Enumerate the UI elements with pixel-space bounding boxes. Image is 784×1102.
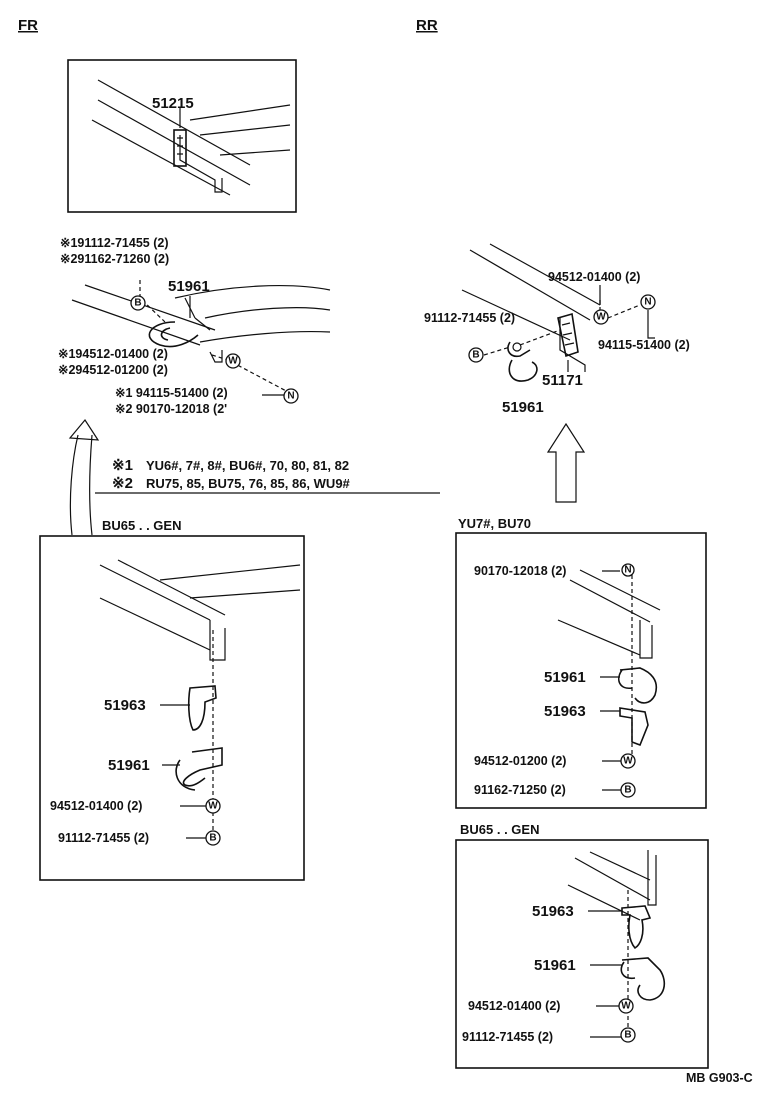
front-nut-line1: ※1 94115-51400 (2) (115, 386, 228, 400)
rear-variant2-washer-label: 94512-01400 (2) (468, 999, 560, 1013)
front-nut-symbol: N (283, 388, 299, 404)
rear-nut-leader (647, 310, 655, 339)
front-variant-bolt-symbol: B (205, 830, 221, 846)
rear-bolt-label: 91112-71455 (2) (424, 311, 515, 325)
front-variant-label: BU65 . . GEN (102, 518, 181, 533)
svg-text:B: B (624, 785, 631, 796)
svg-text:N: N (644, 297, 651, 308)
svg-text:W: W (623, 756, 633, 767)
svg-text:W: W (208, 801, 218, 812)
note1-text: YU6#, 7#, 8#, BU6#, 70, 80, 81, 82 (146, 458, 349, 473)
front-variant-bolt-label: 91112-71455 (2) (58, 831, 149, 845)
rear-variant1-plate-label: 51963 (544, 703, 586, 720)
svg-text:W: W (621, 1001, 631, 1012)
rear-header: RR (416, 17, 438, 34)
front-inset-part-label: 51215 (152, 95, 194, 112)
rear-variant1-label: YU7#, BU70 (458, 516, 531, 531)
front-header: FR (18, 17, 38, 34)
front-bolt-line1: ※191112-71455 (2) (60, 236, 168, 250)
front-variant-box (39, 535, 305, 881)
rear-washer-symbol: W (593, 309, 609, 325)
rear-bolt-leader (483, 329, 561, 356)
front-bolt-line2: ※291162-71260 (2) (60, 252, 169, 266)
rear-variant2-bolt-label: 91112-71455 (2) (462, 1030, 553, 1044)
rear-variant2-plate-label: 51963 (532, 903, 574, 920)
front-variant-washer-label: 94512-01400 (2) (50, 799, 142, 813)
rear-variant1-washer-symbol: W (620, 753, 636, 769)
rear-variant1-nut-symbol: N (621, 563, 635, 577)
rear-variant1-box (455, 532, 707, 809)
rear-variant2-hook-label: 51961 (534, 957, 576, 974)
front-arrow (68, 418, 100, 536)
rear-hook-label: 51961 (502, 399, 544, 416)
rear-variant2-bolt-symbol: B (620, 1027, 636, 1043)
svg-text:W: W (596, 312, 606, 323)
note2-text: RU75, 85, BU75, 76, 85, 86, WU9# (146, 476, 351, 491)
front-washer-line2: ※294512-01200 (2) (58, 363, 168, 377)
rear-variant2-label: BU65 . . GEN (460, 822, 539, 837)
svg-text:B: B (134, 298, 141, 309)
rear-bolt-symbol: B (468, 347, 484, 363)
note1-mark: ※1 (112, 457, 133, 474)
rear-variant2-washer-symbol: W (618, 998, 634, 1014)
svg-text:B: B (624, 1030, 631, 1041)
svg-text:N: N (287, 391, 294, 402)
svg-text:W: W (228, 356, 238, 367)
rear-variant1-hook-label: 51961 (544, 669, 586, 686)
rear-arrow (546, 422, 586, 503)
footer-code: MB G903-C (686, 1071, 753, 1085)
front-bolt-symbol: B (130, 295, 146, 311)
front-variant-hook-label: 51961 (108, 757, 150, 774)
rear-variant1-nut-label: 90170-12018 (2) (474, 564, 566, 578)
note2-mark: ※2 (112, 475, 133, 492)
rear-variant1-bolt-symbol: B (620, 782, 636, 798)
rear-frame-drawing (461, 243, 601, 382)
rear-variant1-washer-label: 94512-01200 (2) (474, 754, 566, 768)
front-washer-symbol: W (225, 353, 241, 369)
rear-variant2-box (455, 839, 709, 1069)
rear-nut-label: 94115-51400 (2) (598, 338, 690, 352)
front-washer-line1: ※194512-01400 (2) (58, 347, 168, 361)
front-inset-box (67, 59, 297, 213)
front-variant-washer-symbol: W (205, 798, 221, 814)
front-variant-plate-label: 51963 (104, 697, 146, 714)
rear-variant1-bolt-label: 91162-71250 (2) (474, 783, 566, 797)
rear-washer-label: 94512-01400 (2) (548, 270, 640, 284)
front-nut-line2: ※2 90170-12018 (2' (115, 402, 227, 416)
svg-text:N: N (624, 565, 631, 576)
rear-nut-symbol: N (640, 294, 656, 310)
rear-bracket-label: 51171 (542, 372, 583, 389)
front-hook-label: 51961 (168, 278, 210, 295)
svg-text:B: B (209, 833, 216, 844)
svg-text:B: B (472, 350, 479, 361)
